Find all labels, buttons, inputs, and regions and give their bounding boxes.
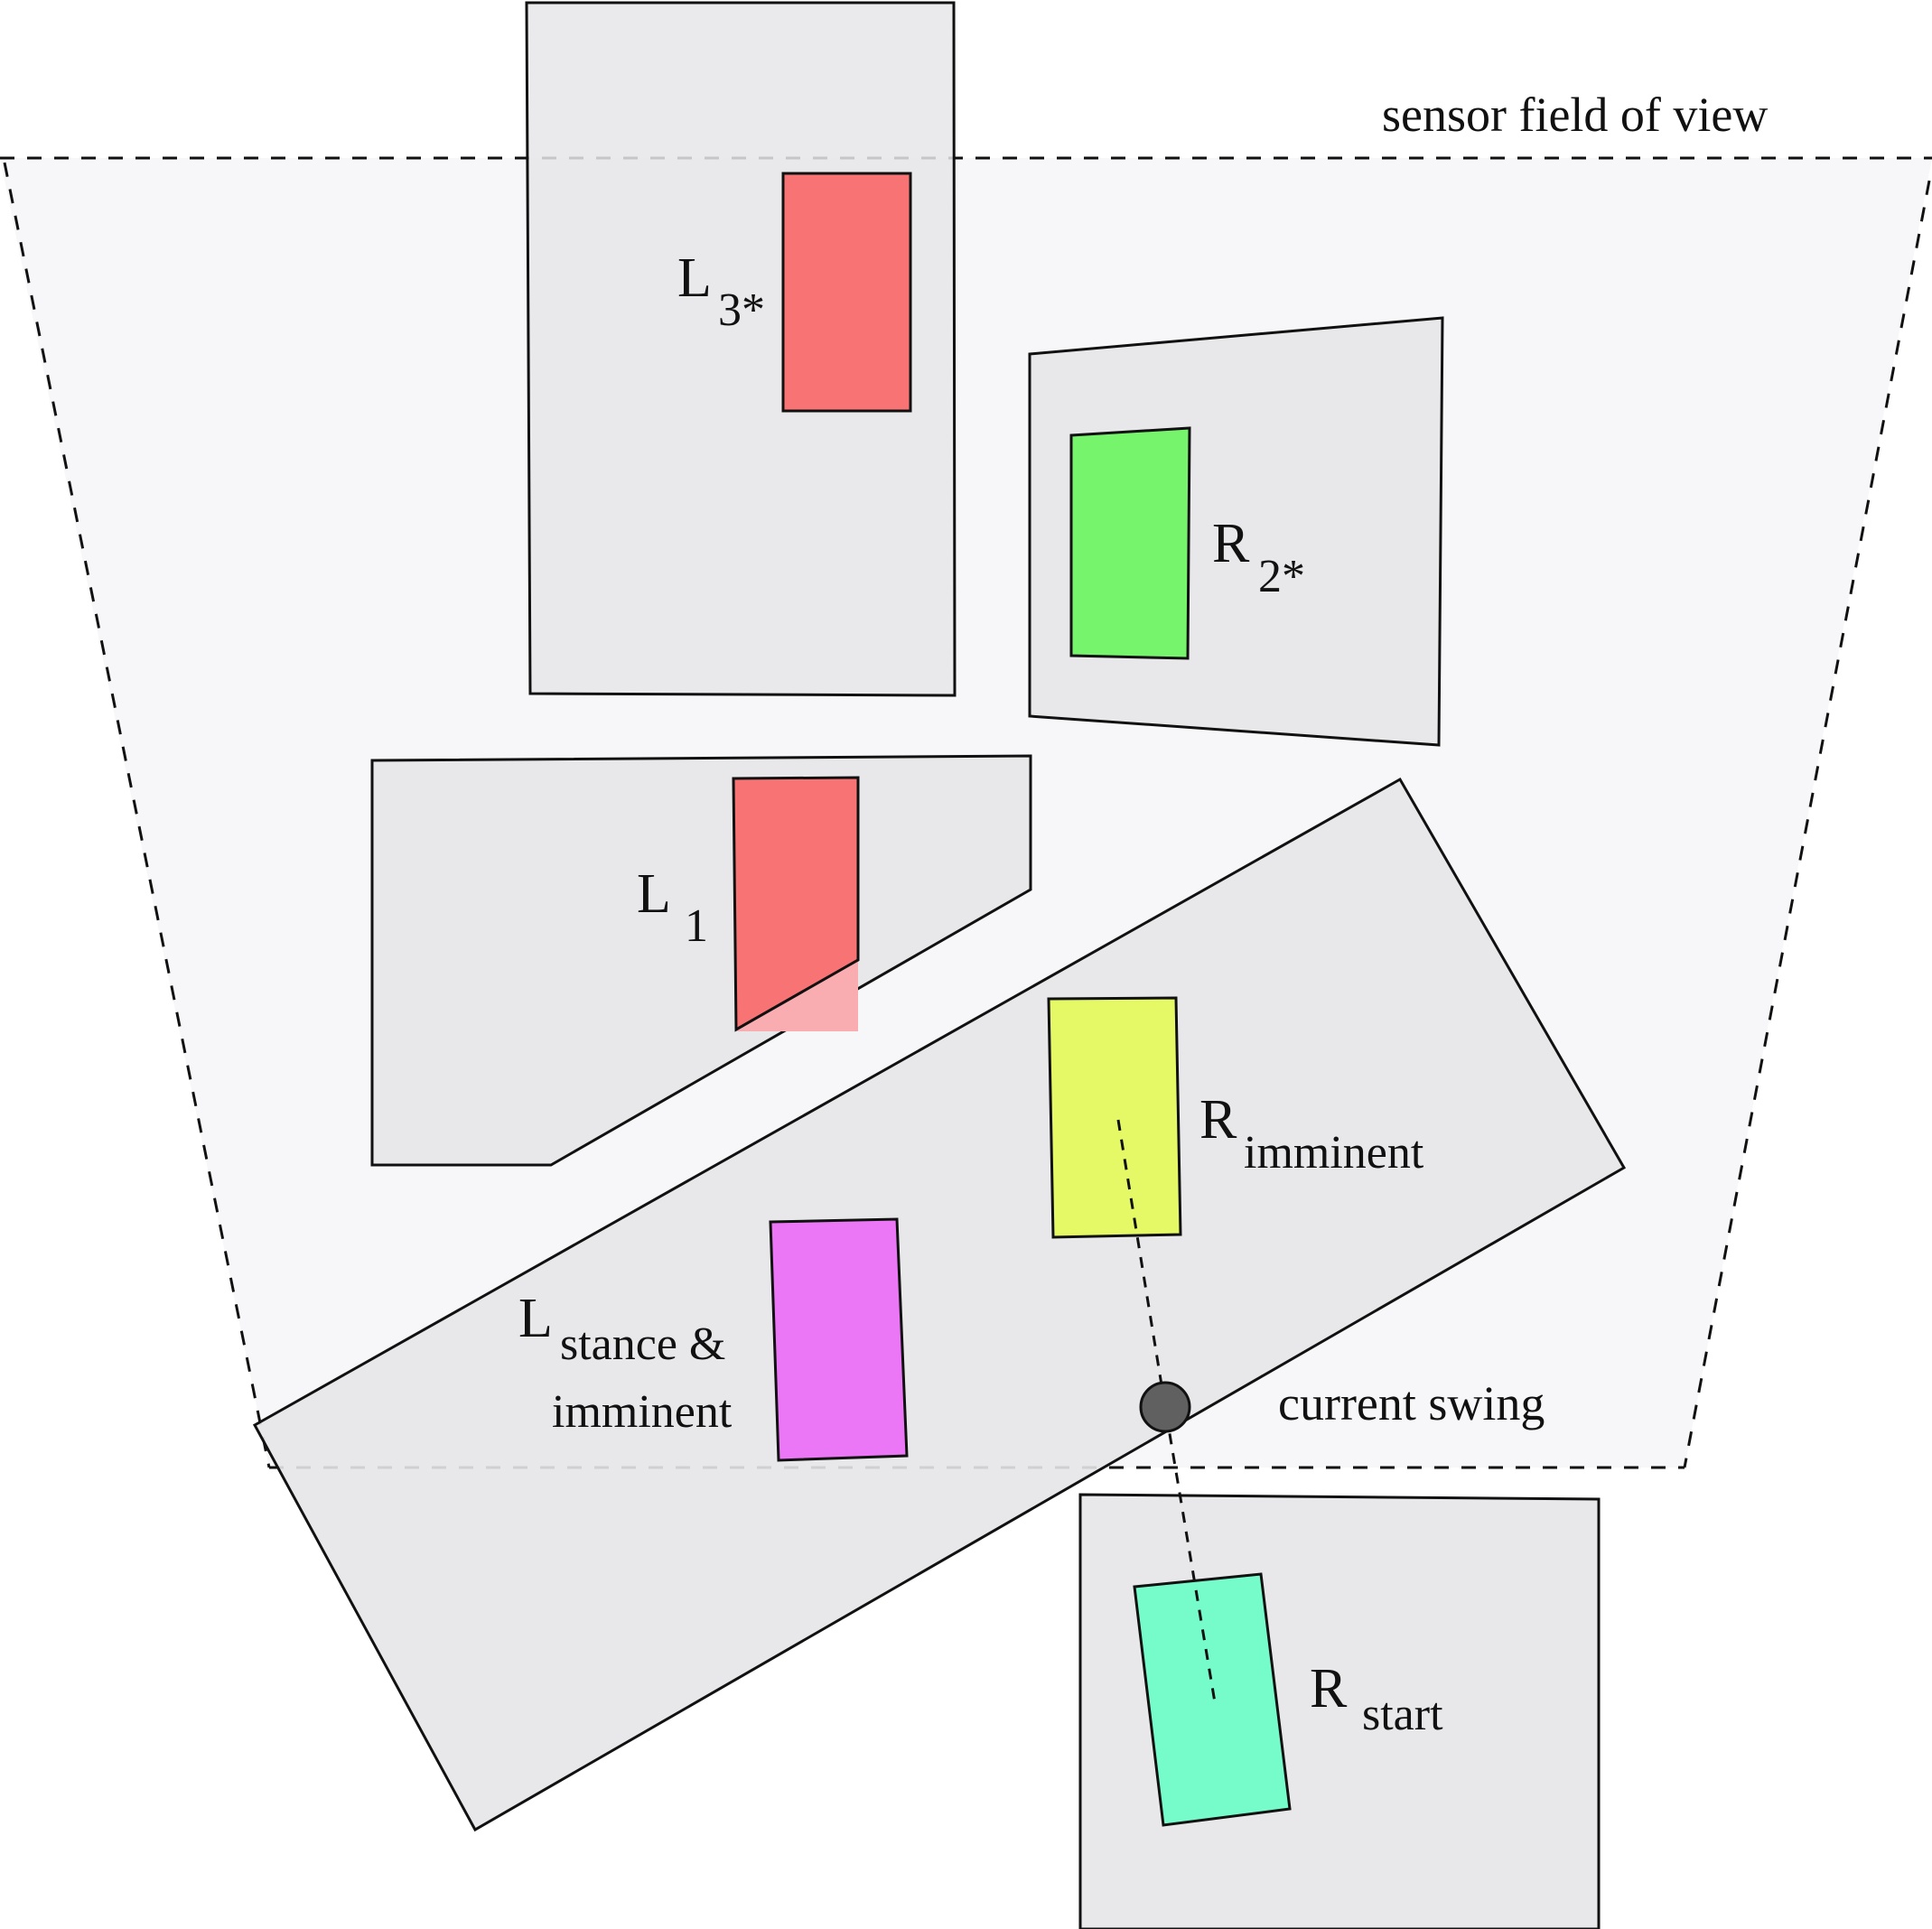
label-l1: L 1 xyxy=(637,863,708,952)
label-r-imminent: R imminent xyxy=(1199,1089,1424,1179)
label-l3: L 3* xyxy=(677,247,765,336)
sensor-fov-label: sensor field of view xyxy=(1382,88,1768,142)
swing-point-marker xyxy=(1139,1381,1191,1433)
footstep-r-start xyxy=(1133,1572,1292,1827)
footstep-l1-overlap-edge xyxy=(735,958,859,1031)
sensor-fov-right-edge xyxy=(1683,180,1931,1468)
region-stance xyxy=(252,777,1627,1832)
footstep-l3 xyxy=(781,172,912,413)
sensor-fov-left-edge xyxy=(3,162,271,1468)
footstep-l-stance xyxy=(769,1217,909,1462)
footstep-r2 xyxy=(1069,426,1191,660)
current-swing-label: current swing xyxy=(1278,1376,1545,1430)
label-r2: R 2* xyxy=(1212,513,1305,602)
label-r-start: R start xyxy=(1310,1658,1443,1740)
label-l-stance: L stance & imminent xyxy=(518,1288,733,1438)
footstep-r-imminent xyxy=(1047,996,1182,1239)
